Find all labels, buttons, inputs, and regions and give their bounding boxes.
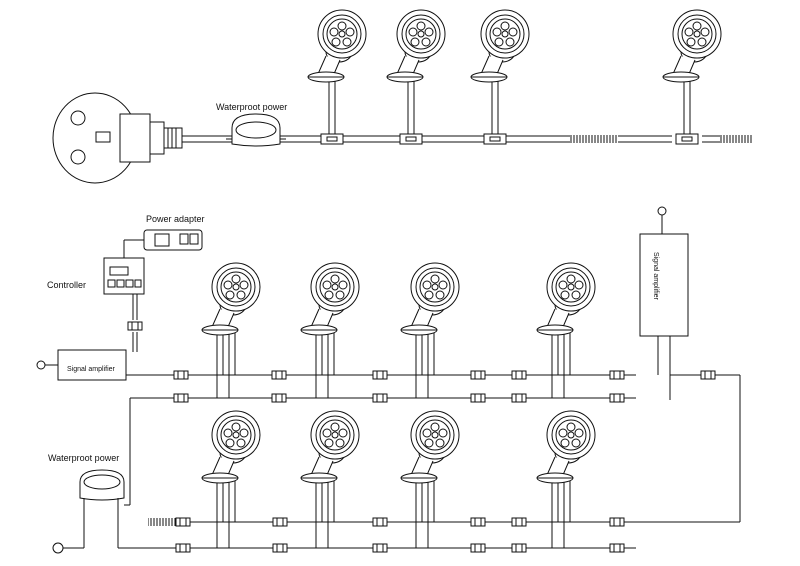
signal-amplifier-right-label: Signal amplifier xyxy=(652,252,659,301)
power-adapter-label: Power adapter xyxy=(146,214,205,224)
underwater-spotlight-icon xyxy=(536,410,596,484)
controller-label: Controller xyxy=(47,280,86,290)
signal-amplifier-left xyxy=(36,349,170,381)
top-drops xyxy=(320,80,699,145)
underwater-spotlight-icon xyxy=(300,410,360,484)
row1-drops xyxy=(216,330,571,398)
underwater-spotlight-icon xyxy=(536,262,596,336)
waterproof-power-label-top: Waterproot power xyxy=(216,102,287,112)
row2-drops xyxy=(216,478,571,548)
bottom-wiring: Power adapter Controller Signal amplifie… xyxy=(36,206,741,554)
row2-connectors xyxy=(175,517,625,553)
underwater-spotlight-icon xyxy=(386,9,446,83)
signal-amplifier-right xyxy=(639,206,689,400)
row1-connectors xyxy=(173,370,716,403)
junction-icon xyxy=(320,133,344,145)
underwater-spotlight-icon xyxy=(201,262,261,336)
waterproof-power-box-icon xyxy=(52,469,130,554)
underwater-spotlight-icon xyxy=(201,410,261,484)
wall-socket-plug-icon xyxy=(52,92,183,184)
controller-icon xyxy=(103,257,145,352)
underwater-spotlight-icon xyxy=(400,262,460,336)
underwater-spotlight-icon xyxy=(300,262,360,336)
top-wiring: Waterproot power xyxy=(52,9,752,184)
junction-icon xyxy=(399,133,423,145)
underwater-spotlight-icon xyxy=(662,9,722,83)
underwater-spotlight-icon xyxy=(400,410,460,484)
underwater-spotlight-icon xyxy=(307,9,367,83)
waterproof-power-box-icon xyxy=(226,113,286,147)
power-adapter xyxy=(123,229,203,258)
signal-amplifier-left-label: Signal amplifier xyxy=(67,366,116,373)
junction-icon xyxy=(675,133,699,145)
underwater-spotlight-icon xyxy=(470,9,530,83)
junction-icon xyxy=(483,133,507,145)
waterproof-power-label-bottom: Waterproot power xyxy=(48,453,119,463)
